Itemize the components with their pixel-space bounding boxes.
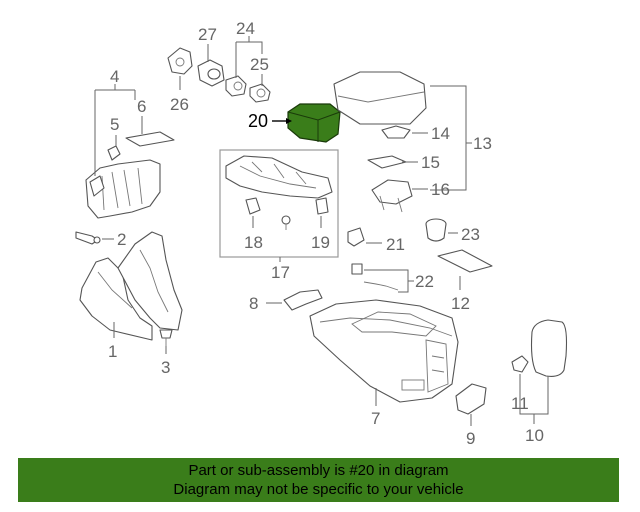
callout-1[interactable]: 1 [108,342,117,361]
callout-14[interactable]: 14 [431,124,450,143]
callout-3[interactable]: 3 [161,358,170,377]
callout-25[interactable]: 25 [250,55,269,74]
part-7-center-console[interactable] [309,299,459,403]
callout-26[interactable]: 26 [170,95,189,114]
callout-16[interactable]: 16 [431,180,450,199]
callout-12[interactable]: 12 [451,294,470,313]
callout-27[interactable]: 27 [198,25,217,44]
part-10-side-cover[interactable] [530,319,568,377]
part-15-pad[interactable] [367,155,407,169]
part-11-clip[interactable] [511,355,529,373]
part-12-console-mat[interactable] [437,249,493,273]
part-3-screw[interactable] [159,329,173,346]
callout-11[interactable]: 11 [511,394,529,413]
part-8-bracket[interactable] [283,289,323,311]
leader-line [364,269,409,293]
callout-7[interactable]: 7 [371,409,380,428]
callout-21[interactable]: 21 [386,235,405,254]
callout-9[interactable]: 9 [466,429,475,448]
callout-23[interactable]: 23 [461,225,480,244]
callout-20[interactable]: 20 [248,111,268,131]
part-6-pad[interactable] [125,131,175,147]
callout-4[interactable]: 4 [110,67,119,86]
callout-17[interactable]: 17 [271,263,290,282]
part-19-clip[interactable] [315,197,329,215]
callout-10[interactable]: 10 [525,426,544,445]
part-16-latch[interactable] [371,179,413,213]
part-21-cup-holder[interactable] [347,227,365,247]
part-18-clip[interactable] [245,197,261,215]
part-5-bracket[interactable] [107,145,121,161]
footer-notice-banner: Part or sub-assembly is #20 in diagram D… [18,458,619,502]
part-23-cup-insert[interactable] [425,218,447,242]
callout-6[interactable]: 6 [137,97,146,116]
part-17-console-frame[interactable] [225,155,333,199]
part-26-socket-bracket[interactable] [167,47,193,75]
part-9-bracket[interactable] [455,383,487,415]
footer-line-part-info: Part or sub-assembly is #20 in diagram [188,462,449,479]
console-frame-screw [281,215,291,230]
callout-24[interactable]: 24 [236,19,255,38]
part-24-power-outlet[interactable] [225,75,247,97]
part-4-front-panel-assembly[interactable] [85,159,161,219]
arrow-head-20 [286,118,292,124]
part-20-console-box-highlighted[interactable] [287,103,341,143]
footer-line-disclaimer: Diagram may not be specific to your vehi… [173,481,464,498]
leader-line [430,85,467,191]
callout-2[interactable]: 2 [117,230,126,249]
callout-18[interactable]: 18 [244,233,263,252]
callout-5[interactable]: 5 [110,115,119,134]
callout-13[interactable]: 13 [473,134,492,153]
part-20-body [287,103,341,143]
part-25-outlet-cap[interactable] [249,83,271,103]
part-14-hinge[interactable] [381,125,411,139]
part-13-armrest-lid[interactable] [333,71,427,125]
callout-22[interactable]: 22 [415,272,434,291]
leader-line [235,41,263,78]
callout-15[interactable]: 15 [421,153,440,172]
callout-19[interactable]: 19 [311,233,330,252]
part-1-console-side-panel[interactable] [79,231,183,341]
part-22-cable[interactable] [351,263,399,291]
part-27-lighter-socket[interactable] [197,59,225,87]
part-2-clip[interactable] [75,231,101,245]
callout-8[interactable]: 8 [249,294,258,313]
